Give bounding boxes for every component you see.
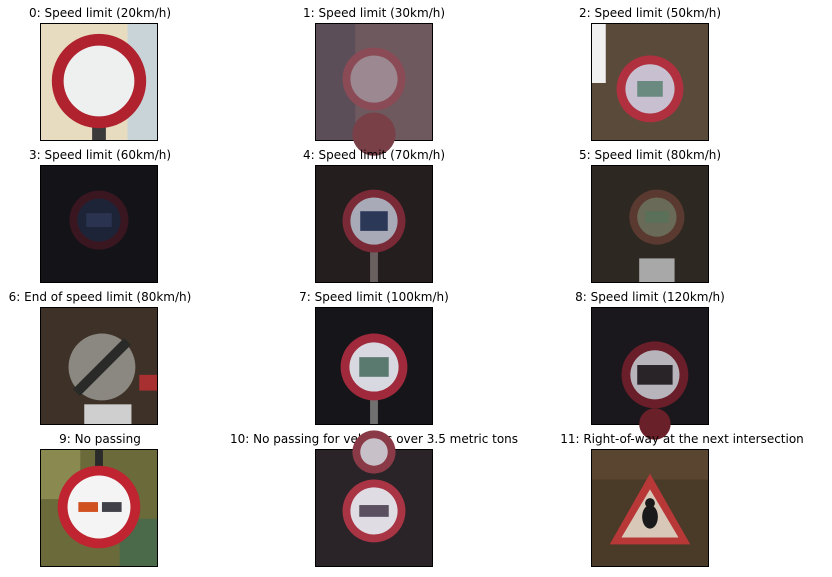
panel-title-7: 7: Speed limit (100km/h): [299, 290, 449, 304]
sign-end-80-icon: [40, 307, 158, 425]
sign-120-icon: [591, 307, 709, 440]
panel-title-8: 8: Speed limit (120km/h): [575, 290, 725, 304]
panel-title-11: 11: Right-of-way at the next intersectio…: [560, 432, 804, 446]
sign-grid: 0: Speed limit (20km/h) 1: Speed limit (…: [8, 6, 804, 567]
sign-80-icon: [591, 165, 709, 283]
sign-right-of-way-icon: [591, 449, 709, 567]
sign-no-passing-icon: [40, 449, 158, 567]
sign-100-icon: [315, 307, 433, 425]
sign-60-icon: [40, 165, 158, 283]
sign-70-icon: [315, 165, 433, 283]
sign-50-icon: [591, 23, 709, 141]
panel-title-2: 2: Speed limit (50km/h): [578, 6, 722, 20]
panel-title-6: 6: End of speed limit (80km/h): [8, 290, 192, 304]
panel-title-3: 3: Speed limit (60km/h): [28, 148, 172, 162]
panel-title-9: 9: No passing: [59, 432, 141, 446]
panel-title-4: 4: Speed limit (70km/h): [302, 148, 446, 162]
panel-title-1: 1: Speed limit (30km/h): [302, 6, 446, 20]
panel-title-0: 0: Speed limit (20km/h): [28, 6, 172, 20]
sign-no-passing-trucks-icon: [315, 430, 433, 567]
panel-title-5: 5: Speed limit (80km/h): [578, 148, 722, 162]
sign-30-icon: [315, 23, 433, 156]
sign-20-icon: [40, 23, 158, 141]
